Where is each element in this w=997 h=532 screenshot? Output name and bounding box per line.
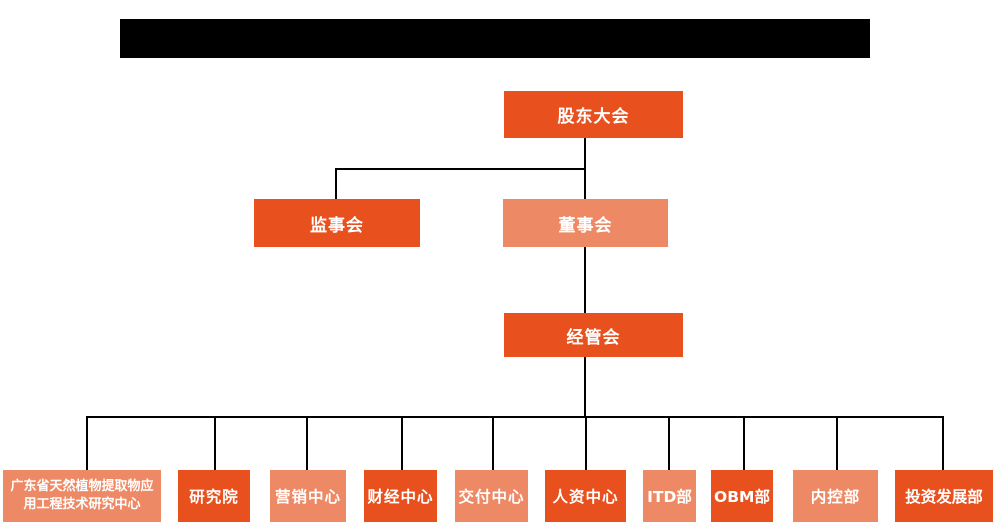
connector-supervisory-drop — [335, 168, 337, 199]
org-node-supervisory-board: 监事会 — [254, 199, 420, 247]
connector-drop-investment-dev — [942, 416, 944, 471]
connector-board-to-management — [584, 247, 586, 313]
org-node-management-committee: 经管会 — [504, 313, 683, 357]
org-node-hr-center: 人资中心 — [545, 470, 626, 522]
connector-bus-horizontal — [86, 416, 944, 418]
redacted-title-bar — [120, 19, 870, 58]
connector-drop-internal-control — [836, 416, 838, 471]
connector-drop-hr — [585, 416, 587, 471]
connector-drop-finance — [401, 416, 403, 471]
org-node-board-of-directors: 董事会 — [503, 199, 668, 247]
connector-drop-research-institute — [214, 416, 216, 471]
org-node-investment-development-department: 投资发展部 — [895, 470, 993, 522]
connector-drop-marketing — [306, 416, 308, 471]
org-node-delivery-center: 交付中心 — [455, 470, 528, 522]
org-node-shareholders-meeting: 股东大会 — [504, 91, 683, 138]
org-node-guangdong-research-center: 广东省天然植物提取物应用工程技术研究中心 — [3, 470, 161, 522]
org-node-research-institute: 研究院 — [178, 470, 250, 522]
org-node-internal-control-department: 内控部 — [793, 470, 878, 522]
org-node-finance-center: 财经中心 — [364, 470, 437, 522]
org-node-marketing-center: 营销中心 — [270, 470, 346, 522]
connector-drop-obm — [743, 416, 745, 471]
connector-branch-horizontal — [335, 168, 586, 170]
connector-management-to-bus — [584, 357, 586, 417]
connector-drop-itd — [668, 416, 670, 471]
org-node-itd-department: ITD部 — [643, 470, 696, 522]
connector-drop-delivery — [492, 416, 494, 471]
connector-drop-research-center — [86, 416, 88, 471]
org-node-obm-department: OBM部 — [711, 470, 773, 522]
